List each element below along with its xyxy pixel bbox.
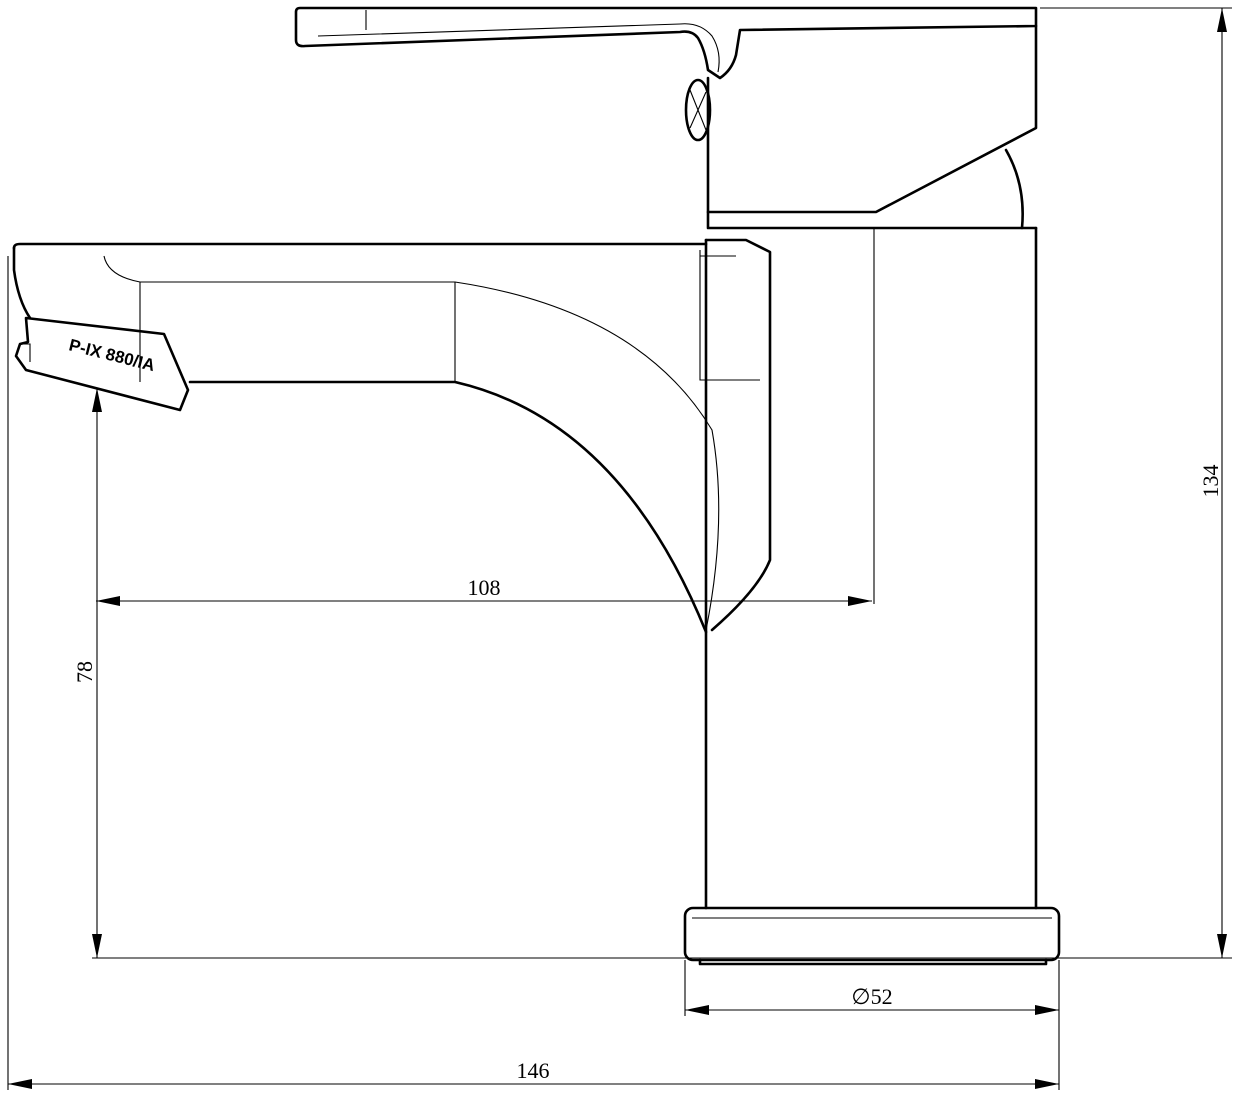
extension-lines [7, 7, 1232, 1090]
aerator-marking: P-IX 880/IA [67, 335, 157, 375]
spout-reach-label: 108 [468, 575, 501, 600]
base-diameter-label: ∅52 [851, 984, 892, 1009]
total-length-label: 146 [517, 1058, 550, 1083]
base-flange [683, 906, 1061, 966]
dimension-spout-reach: 108 [96, 575, 872, 606]
cartridge-housing [706, 24, 1038, 230]
spout: P-IX 880/IA [12, 242, 736, 634]
dimension-base-diameter: ∅52 [685, 984, 1059, 1015]
dimension-total-length: 146 [8, 1058, 1059, 1089]
total-height-label: 134 [1198, 465, 1223, 498]
faucet-body [699, 226, 1038, 910]
dimension-spout-height: 78 [72, 388, 102, 958]
lever-handle [294, 6, 1038, 142]
spout-height-label: 78 [72, 661, 97, 683]
dimension-total-height: 134 [1198, 8, 1227, 958]
